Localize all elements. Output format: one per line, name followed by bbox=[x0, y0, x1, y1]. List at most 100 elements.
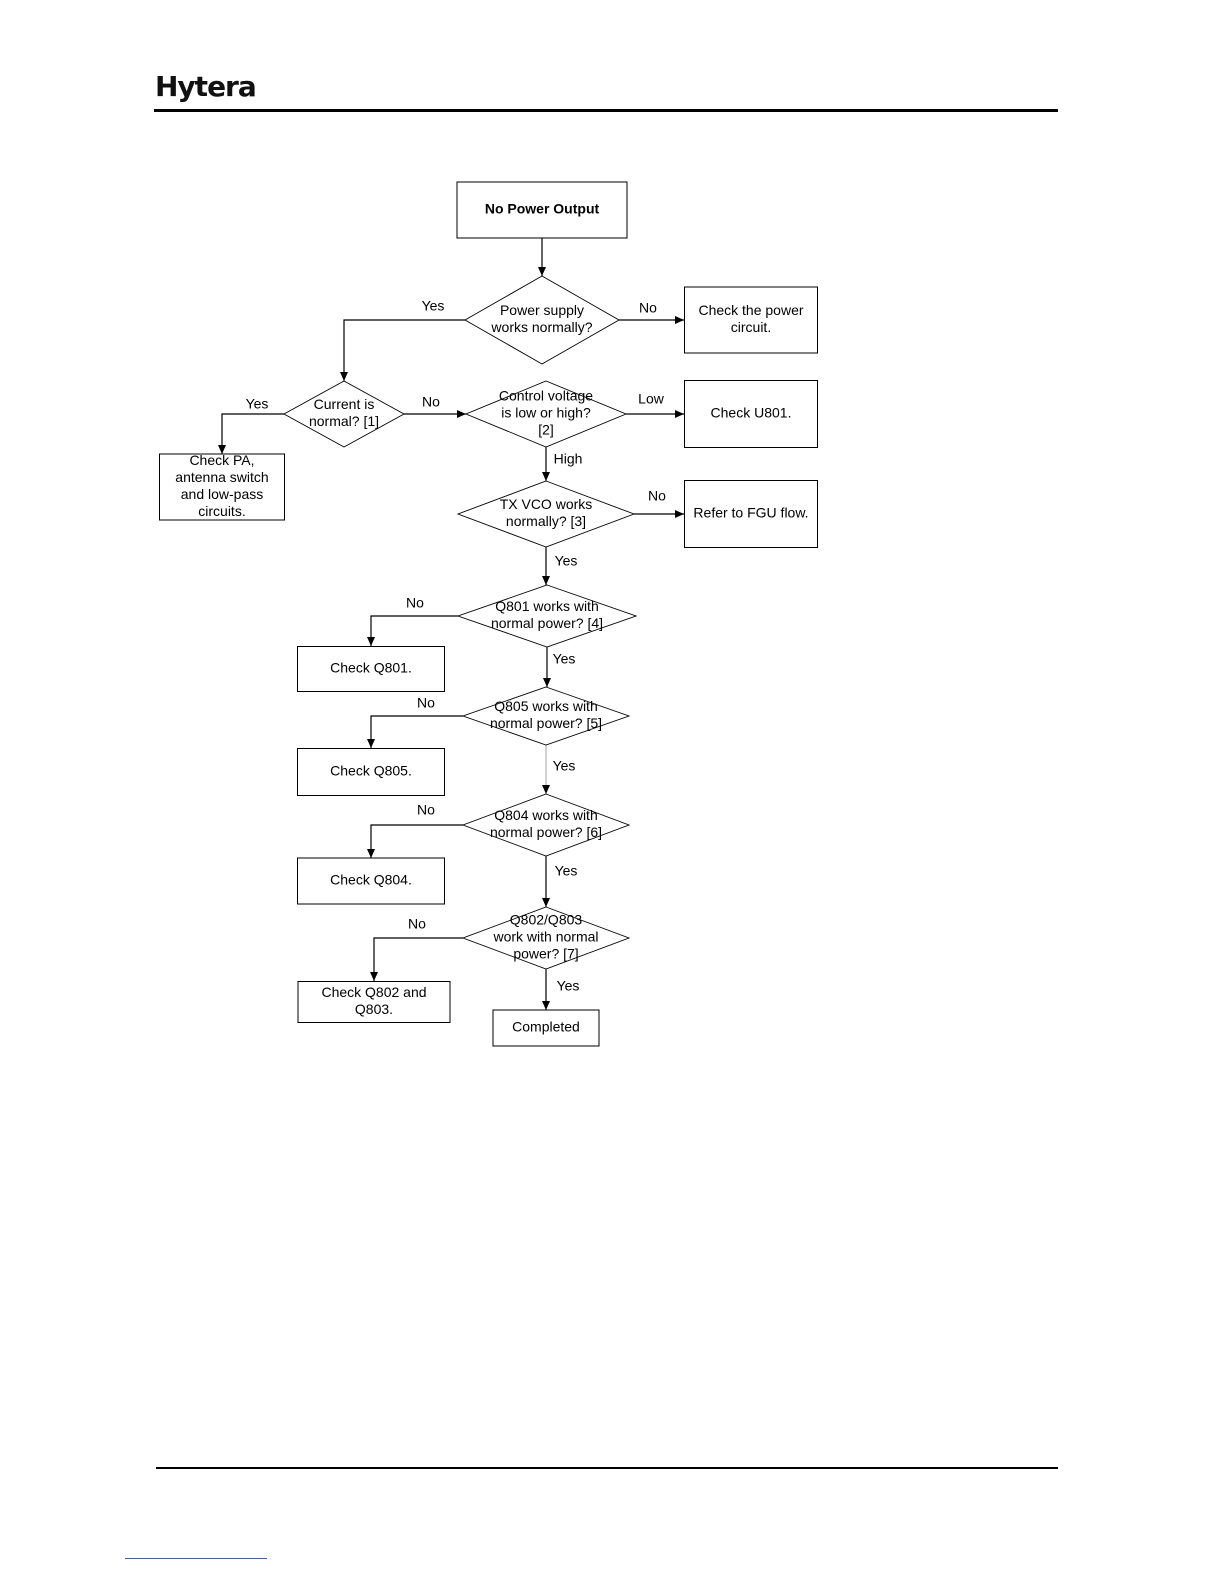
node-text-line: works normally? bbox=[490, 319, 592, 335]
connector-arrow bbox=[626, 410, 684, 418]
node-text-line: power? [7] bbox=[513, 946, 578, 962]
node-text-line: and low-pass bbox=[181, 486, 264, 502]
process-box bbox=[492, 1009, 600, 1047]
decision-diamond bbox=[456, 584, 638, 648]
connector-line bbox=[221, 413, 284, 454]
node-fgu: Refer to FGU flow. bbox=[684, 480, 818, 548]
node-text-line: TX VCO works bbox=[500, 496, 593, 512]
node-text-line: normally? [3] bbox=[506, 513, 586, 529]
node-text-line: Check Q802 and bbox=[321, 984, 426, 1000]
arrowhead bbox=[542, 785, 550, 794]
connector-arrow bbox=[367, 824, 463, 858]
node-text-line: Check PA, bbox=[189, 452, 254, 468]
header-rule bbox=[154, 109, 1058, 112]
node-text-line: Control voltage bbox=[499, 388, 593, 404]
node-text-line: Power supply bbox=[500, 302, 584, 318]
connector-arrow bbox=[542, 447, 550, 481]
decision-diamond bbox=[461, 793, 631, 857]
process-box bbox=[684, 286, 818, 354]
node-text-line: normal power? [6] bbox=[490, 824, 602, 840]
node-text-line: is low or high? bbox=[501, 405, 591, 421]
arrowhead bbox=[367, 637, 375, 646]
process-box bbox=[684, 480, 818, 548]
arrowhead bbox=[457, 410, 466, 418]
edge-label-ps-yes: Yes bbox=[422, 298, 445, 314]
process-box bbox=[297, 748, 445, 796]
node-text-line: Q803. bbox=[355, 1001, 393, 1017]
process-box bbox=[297, 857, 445, 905]
process-box bbox=[684, 380, 818, 448]
node-check-q801: Check Q801. bbox=[297, 646, 445, 692]
arrowhead bbox=[367, 739, 375, 748]
node-text-line: Check U801. bbox=[711, 405, 792, 421]
arrowhead bbox=[542, 898, 550, 907]
node-start: No Power Output bbox=[456, 181, 628, 239]
arrowhead bbox=[675, 410, 684, 418]
edge-label-q802-yes: Yes bbox=[557, 978, 580, 994]
arrowhead bbox=[370, 972, 378, 981]
connector-line bbox=[343, 319, 465, 381]
connector-arrow bbox=[367, 615, 458, 646]
node-completed: Completed bbox=[492, 1009, 600, 1047]
edge-label-q804-yes: Yes bbox=[555, 863, 578, 879]
edge-label-vco-yes: Yes bbox=[555, 553, 578, 569]
edge-label-ps-no: No bbox=[639, 300, 657, 316]
edge-label-q802-no: No bbox=[408, 916, 426, 932]
node-text-line: Current is bbox=[314, 396, 375, 412]
node-text-line: [2] bbox=[538, 422, 554, 438]
decision-diamond bbox=[456, 480, 636, 548]
decision-diamond bbox=[461, 906, 631, 970]
edge-label-cv-high: High bbox=[554, 451, 583, 467]
footer-rule bbox=[156, 1467, 1058, 1469]
arrowhead bbox=[538, 267, 546, 276]
node-text-line: normal power? [4] bbox=[491, 615, 603, 631]
hytera-logo: Hytera bbox=[155, 70, 257, 103]
edge-label-q804-no: No bbox=[417, 802, 435, 818]
arrowhead bbox=[675, 510, 684, 518]
decision-diamond bbox=[464, 380, 628, 448]
connector-line bbox=[370, 824, 463, 858]
edge-label-q801-no: No bbox=[406, 595, 424, 611]
node-text-line: Q802/Q803 bbox=[510, 912, 583, 928]
connector-arrow bbox=[542, 745, 550, 794]
node-text-line: antenna switch bbox=[175, 469, 268, 485]
connector-arrow bbox=[367, 715, 463, 748]
edge-label-q801-yes: Yes bbox=[553, 651, 576, 667]
node-text-line: Q805 works with bbox=[494, 698, 597, 714]
arrowhead bbox=[542, 576, 550, 585]
node-check-q805: Check Q805. bbox=[297, 748, 445, 796]
edge-label-q805-no: No bbox=[417, 695, 435, 711]
arrowhead bbox=[542, 472, 550, 481]
node-text-line: Check Q801. bbox=[330, 660, 412, 676]
arrowhead bbox=[675, 316, 684, 324]
edge-label-cur-no: No bbox=[422, 394, 440, 410]
process-box bbox=[297, 646, 445, 692]
node-text-line: Refer to FGU flow. bbox=[693, 505, 808, 521]
arrowhead bbox=[367, 849, 375, 858]
node-text-line: circuits. bbox=[198, 503, 245, 519]
edge-label-cur-yes: Yes bbox=[246, 396, 269, 412]
edge-label-q805-yes: Yes bbox=[553, 758, 576, 774]
connector-line bbox=[370, 615, 458, 646]
node-text-line: circuit. bbox=[731, 319, 771, 335]
connector-arrow bbox=[634, 510, 684, 518]
connector-line bbox=[373, 937, 463, 981]
arrowhead bbox=[543, 678, 551, 687]
footer-link-underline bbox=[125, 1558, 267, 1559]
connector-arrow bbox=[542, 969, 550, 1010]
node-text-line: Check Q804. bbox=[330, 872, 412, 888]
node-check-q804: Check Q804. bbox=[297, 857, 445, 905]
node-text-line: Q801 works with bbox=[495, 598, 598, 614]
